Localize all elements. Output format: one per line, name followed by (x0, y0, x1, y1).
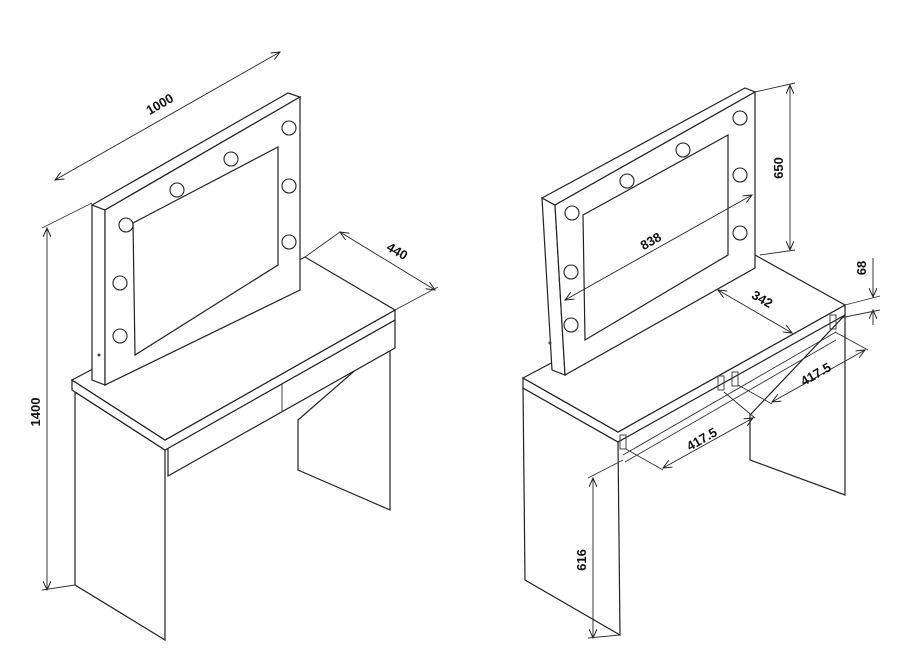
dim-knee-height-616: 616 (574, 549, 589, 571)
left-mirror-side (91, 204, 106, 386)
switch-icon (548, 341, 552, 345)
bulb-icon (118, 217, 134, 233)
bulb-icon (619, 173, 635, 189)
bulb-icon (732, 110, 748, 126)
dim-depth-440: 440 (384, 239, 410, 263)
bulb-icon (281, 178, 297, 194)
bulb-icon (675, 142, 691, 158)
bulb-icon (563, 264, 579, 280)
bulb-icon (281, 120, 297, 136)
bulb-icon (281, 234, 297, 250)
bulb-icon (564, 205, 580, 221)
bulb-icon (223, 151, 239, 167)
bulb-icon (112, 328, 128, 344)
bulb-icon (169, 182, 185, 198)
bulb-icon (732, 225, 748, 241)
left-vanity (70, 92, 397, 642)
dim-height-1400: 1400 (28, 398, 43, 427)
right-vanity (521, 87, 847, 637)
bulb-icon (112, 275, 128, 291)
bulb-icon (563, 317, 579, 333)
bulb-icon (732, 167, 748, 183)
drawer-slide-brackets (619, 314, 837, 450)
dim-mirror-height-650: 650 (771, 157, 786, 179)
switch-icon (97, 353, 101, 357)
dim-drawer-width-left: 417.5 (684, 424, 720, 453)
dim-drawer-height-68: 68 (854, 261, 869, 275)
